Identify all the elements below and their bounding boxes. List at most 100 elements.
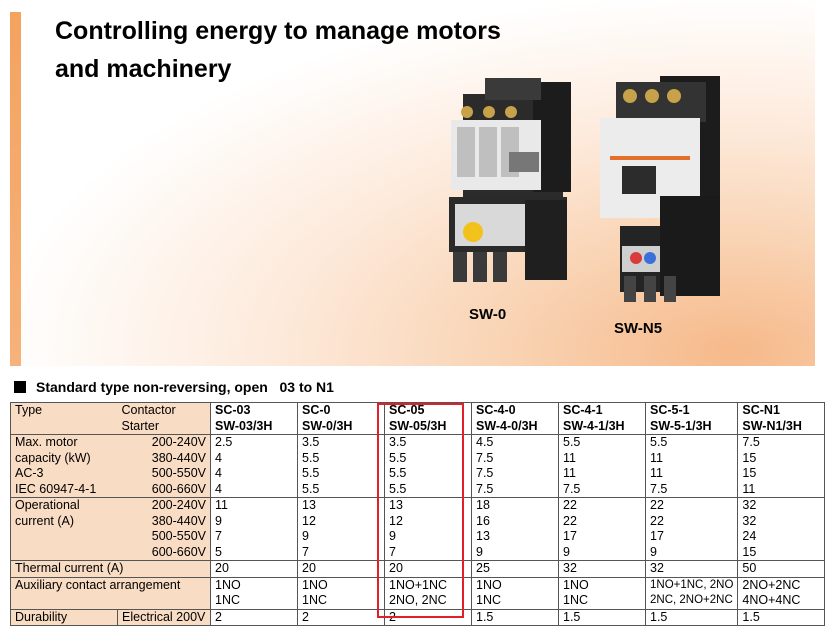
voltage-label: 600-660V	[151, 481, 206, 496]
contactor-model: SC-05	[389, 403, 425, 417]
row-label: capacity (kW)	[15, 450, 91, 465]
table-cell: 1.5	[737, 608, 826, 626]
section-title: Standard type non-reversing, open 03 to …	[36, 379, 334, 395]
voltage-label: 200-240V	[151, 435, 206, 449]
contactor-model: SC-0	[302, 403, 331, 417]
table-cell: 2	[384, 608, 472, 626]
contactor-model: SC-4-0	[476, 403, 516, 417]
voltage-label: 200-240V	[151, 498, 206, 512]
row-label: Operational	[15, 498, 80, 512]
table-row-durability: Durability Electrical 200V 2 2 2 1.5 1.5…	[10, 608, 826, 626]
row-label: AC-3	[15, 466, 44, 480]
row-label: Max. motor	[15, 435, 78, 449]
starter-model: SW-05/3H	[389, 418, 447, 433]
contactor-sw-n5-photo	[600, 76, 720, 302]
auxiliary-contact-label: Auxiliary contact arrangement	[10, 576, 211, 610]
table-cell: 1.5	[471, 608, 559, 626]
contactor-sw-0-photo	[449, 78, 571, 282]
contactor-model: SC-03	[215, 403, 251, 417]
photo-caption-sw-n5: SW-N5	[614, 320, 663, 337]
voltage-label: 600-660V	[151, 544, 206, 559]
motor-capacity-label: Max. motor capacity (kW) AC-3 IEC 60947-…	[10, 434, 118, 498]
voltage-label: 380-440V	[151, 513, 206, 528]
table-cell: 20	[210, 560, 298, 578]
table-row-operational-current: Operational current (A) 200-240V 380-440…	[10, 497, 826, 561]
table-cell: 1.5	[558, 608, 646, 626]
table-cell: 2	[297, 608, 385, 626]
durability-sublabel: Electrical 200V	[117, 608, 211, 626]
table-cell: 50	[737, 560, 826, 578]
starter-model: SW-5-1/3H	[650, 418, 712, 433]
accent-bar	[10, 12, 21, 366]
table-cell: 32	[558, 560, 646, 578]
contactor-model: SC-4-1	[563, 403, 603, 417]
contactor-label: Contactor	[121, 403, 176, 417]
voltage-label: 500-550V	[151, 466, 206, 480]
title-line-1: Controlling energy to manage motors	[55, 17, 501, 45]
table-cell: 25	[471, 560, 559, 578]
thermal-current-label: Thermal current (A)	[10, 560, 211, 578]
table-cell: 32	[644, 560, 739, 578]
table-row-thermal-current: Thermal current (A) 20 20 20 25 32 32 50	[10, 560, 826, 578]
voltage-labels: 200-240V 380-440V 500-550V 600-660V	[117, 434, 211, 498]
table-cell: 20	[384, 560, 472, 578]
voltage-label: 500-550V	[151, 529, 206, 543]
voltage-labels: 200-240V 380-440V 500-550V 600-660V	[117, 497, 211, 561]
row-label: current (A)	[15, 513, 75, 528]
table-row-motor-capacity: Max. motor capacity (kW) AC-3 IEC 60947-…	[10, 434, 826, 498]
contactor-model: SC-5-1	[650, 403, 690, 417]
section-heading: Standard type non-reversing, open 03 to …	[14, 379, 334, 395]
voltage-label: 380-440V	[151, 450, 206, 465]
photo-caption-sw-0: SW-0	[469, 306, 507, 323]
title-line-2: and machinery	[55, 55, 232, 83]
operational-current-label: Operational current (A)	[10, 497, 118, 561]
starter-model: SW-03/3H	[215, 418, 273, 433]
starter-model: SW-0/3H	[302, 418, 353, 433]
type-sublabels: Contactor Starter	[117, 402, 211, 435]
table-cell: 1.5	[644, 608, 739, 626]
starter-model: SW-4-1/3H	[563, 418, 625, 433]
type-label: Type	[10, 402, 118, 435]
row-label: IEC 60947-4-1	[15, 481, 97, 496]
bullet-square-icon	[14, 381, 26, 393]
starter-label: Starter	[121, 418, 160, 433]
page-title: Controlling energy to manage motors and …	[55, 12, 501, 88]
durability-label: Durability	[10, 608, 118, 626]
starter-model: SW-N1/3H	[742, 418, 802, 433]
starter-model: SW-4-0/3H	[476, 418, 538, 433]
contactor-model: SC-N1	[742, 403, 780, 417]
table-cell: 20	[297, 560, 385, 578]
table-cell: 2	[210, 608, 298, 626]
